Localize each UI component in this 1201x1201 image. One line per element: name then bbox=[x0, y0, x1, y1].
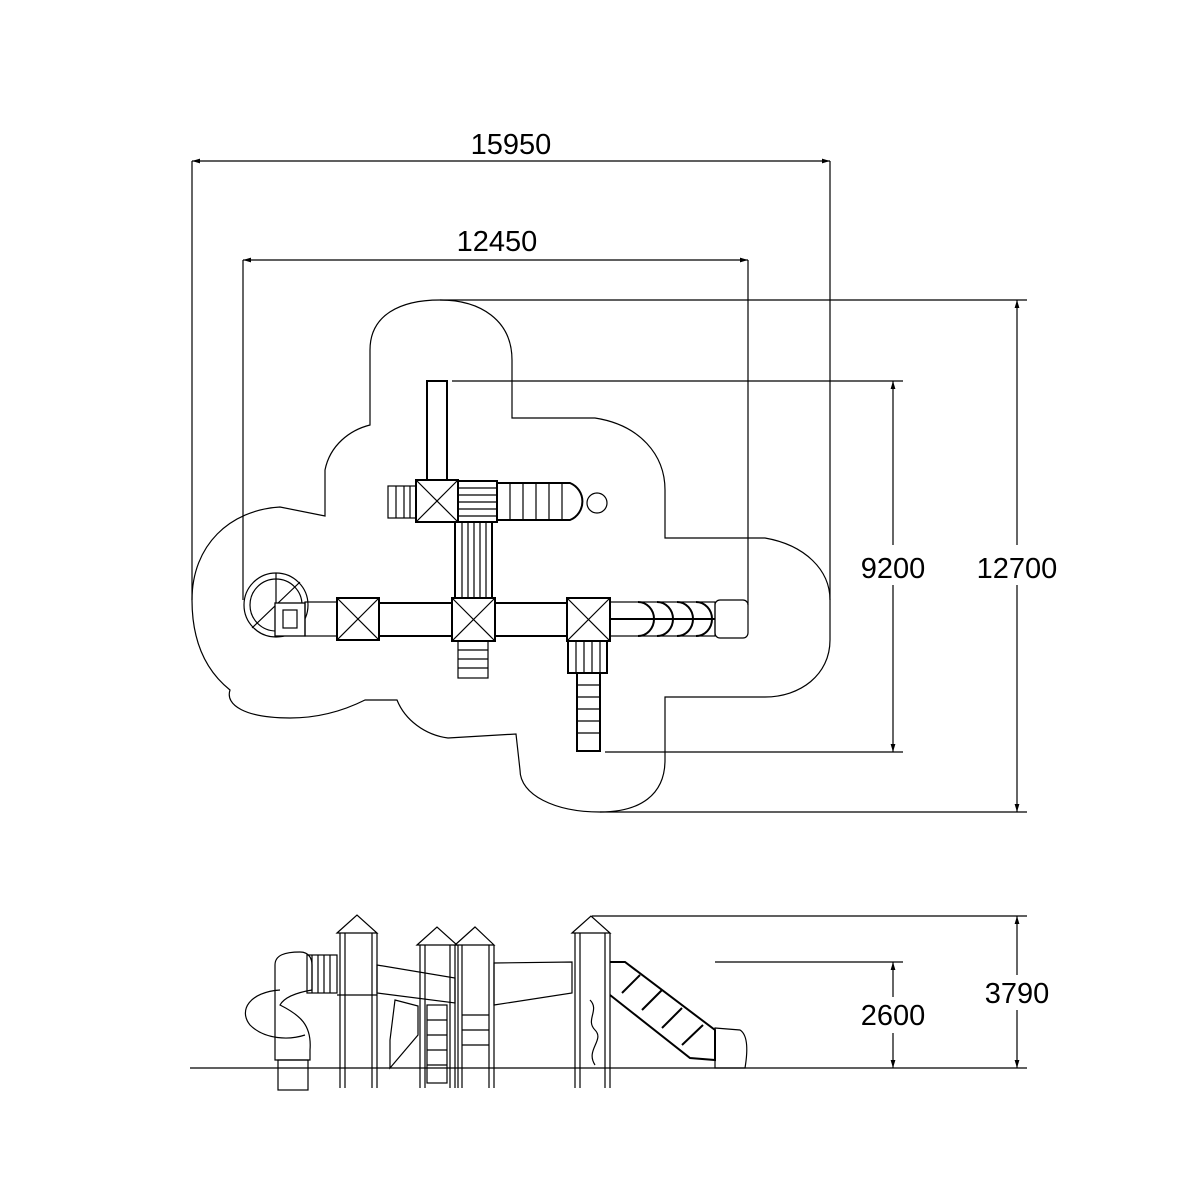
tube-slide-plan bbox=[609, 599, 749, 639]
dimension-overall-depth: 12700 bbox=[440, 299, 1058, 813]
dimension-label-3790: 3790 bbox=[985, 978, 1050, 1010]
dimension-structure-depth: 9200 bbox=[452, 380, 926, 753]
climber-side bbox=[589, 999, 599, 1066]
plan-lower-structure bbox=[243, 572, 749, 752]
tube-slide-side bbox=[609, 961, 716, 1062]
dimension-overall-width: 15950 bbox=[191, 129, 831, 600]
bridge-side bbox=[376, 964, 456, 1004]
climber-plan bbox=[576, 672, 601, 752]
dimension-overall-height: 3790 bbox=[592, 915, 1050, 1068]
tower-side bbox=[415, 926, 459, 1088]
straight-slide-plan bbox=[426, 380, 448, 481]
dimension-label-15950: 15950 bbox=[471, 129, 552, 161]
tower-side bbox=[570, 915, 612, 1088]
dimension-label-12450: 12450 bbox=[457, 226, 538, 258]
ladder-side bbox=[426, 1004, 448, 1084]
ladder-plan bbox=[387, 485, 417, 519]
bridge-side bbox=[493, 961, 573, 1006]
tunnel-plan bbox=[496, 482, 584, 521]
tower-side bbox=[335, 914, 379, 1088]
side-view bbox=[190, 914, 1027, 1091]
dimension-platform-height: 2600 bbox=[715, 961, 926, 1068]
steps-plan bbox=[567, 640, 608, 674]
bridge-plan bbox=[378, 602, 453, 637]
dimension-structure-width: 12450 bbox=[242, 226, 749, 605]
tower-side bbox=[453, 926, 496, 1088]
plan-upper-structure bbox=[387, 380, 608, 599]
dimension-label-9200: 9200 bbox=[861, 553, 926, 585]
panel-side bbox=[306, 954, 338, 994]
bridge-plan bbox=[494, 602, 568, 637]
dimension-label-12700: 12700 bbox=[977, 553, 1058, 585]
safety-zone-outline bbox=[191, 299, 831, 813]
tunnel-end-plan bbox=[586, 492, 608, 514]
dimension-label-2600: 2600 bbox=[861, 1000, 926, 1032]
